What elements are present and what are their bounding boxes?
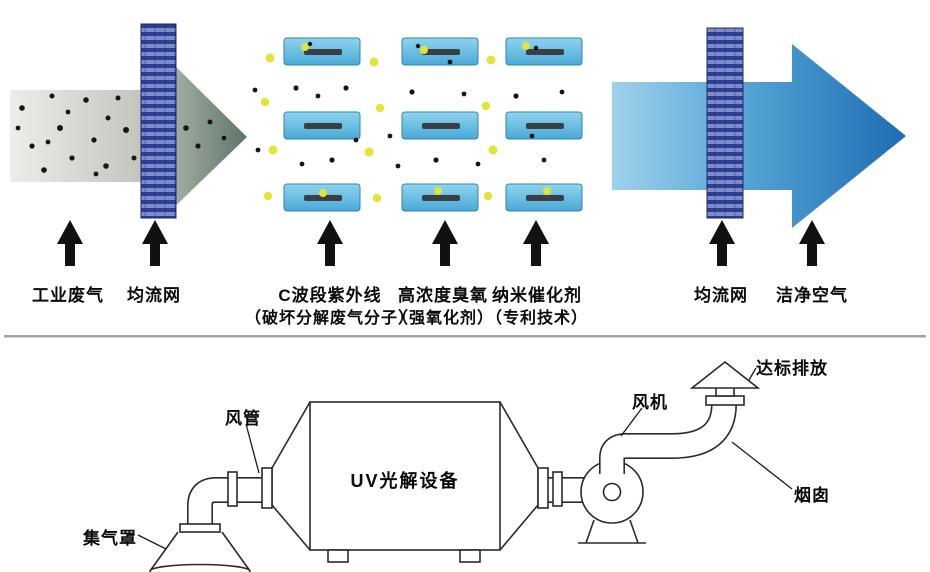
gas-collection-hood: [149, 531, 251, 572]
flow-net-right: [706, 27, 744, 219]
inlet-elbow-duct: [179, 467, 273, 533]
catalyst-stage-label: 纳米催化剂: [492, 286, 582, 305]
device-leg: [327, 549, 349, 563]
chimney-label: 烟囱: [794, 486, 830, 505]
equipment-drawing: [137, 360, 793, 572]
flow-net-left: [140, 23, 177, 219]
uv-stage-label: C波段紫外线: [278, 286, 382, 305]
fan-base: [578, 519, 646, 544]
gas-molecule-particles: [252, 41, 565, 169]
uv-lamp: [505, 111, 583, 140]
stage-pointer-arrows: [57, 220, 825, 266]
fan-hub: [602, 482, 622, 502]
leader-lines: [137, 367, 793, 550]
up-arrow-icon: [709, 220, 735, 266]
uv-lamp: [401, 111, 479, 140]
uv-lamp: [283, 37, 361, 66]
uv-stage-sublabel: （破坏分解废气分子）: [244, 310, 416, 327]
device-label: UV光解设备: [350, 471, 460, 491]
hood-flange: [179, 523, 221, 533]
air-duct-label: 风管: [225, 409, 261, 428]
up-arrow-icon: [317, 220, 343, 266]
vessel-outlet-flange: [537, 467, 549, 509]
uv-lamp: [505, 37, 583, 66]
flow-net-right-label: 均流网: [694, 286, 748, 305]
fan-assembly: [537, 403, 737, 544]
up-arrow-icon: [432, 220, 458, 266]
emission-label: 达标排放: [756, 359, 828, 378]
ozone-stage-sublabel: （强氧化剂）: [391, 310, 495, 327]
waste-gas-arrow: [10, 58, 247, 214]
waste-gas-particles: [15, 93, 227, 177]
pipe-flange: [552, 471, 563, 507]
chimney-assembly: [689, 360, 761, 406]
flow-net-left-label: 均流网: [127, 286, 181, 305]
up-arrow-icon: [523, 220, 549, 266]
gas-hood-label: 集气罩: [83, 529, 137, 548]
uv-lamp: [505, 183, 583, 212]
ozone-particles: [260, 42, 551, 203]
up-arrow-icon: [142, 220, 168, 266]
clean-air-label: 洁净空气: [776, 286, 848, 305]
device-leg: [459, 549, 481, 563]
uv-lamp: [283, 183, 361, 212]
uv-lamps-grid: [283, 37, 583, 212]
vessel-inlet-flange: [261, 467, 273, 509]
uv-lamp: [283, 111, 361, 140]
rain-cap: [689, 360, 761, 389]
clean-air-arrow: [612, 44, 906, 228]
section-divider: [4, 335, 926, 338]
chimney-flange: [705, 395, 745, 406]
catalyst-stage-sublabel: （专利技术）: [485, 310, 589, 327]
ozone-stage-label: 高浓度臭氧: [398, 286, 488, 305]
duct-flange: [227, 471, 238, 507]
industrial-gas-label: 工业废气: [32, 286, 104, 305]
fan-label: 风机: [632, 393, 668, 412]
up-arrow-icon: [57, 220, 83, 266]
uv-lamp: [401, 37, 479, 66]
up-arrow-icon: [799, 220, 825, 266]
